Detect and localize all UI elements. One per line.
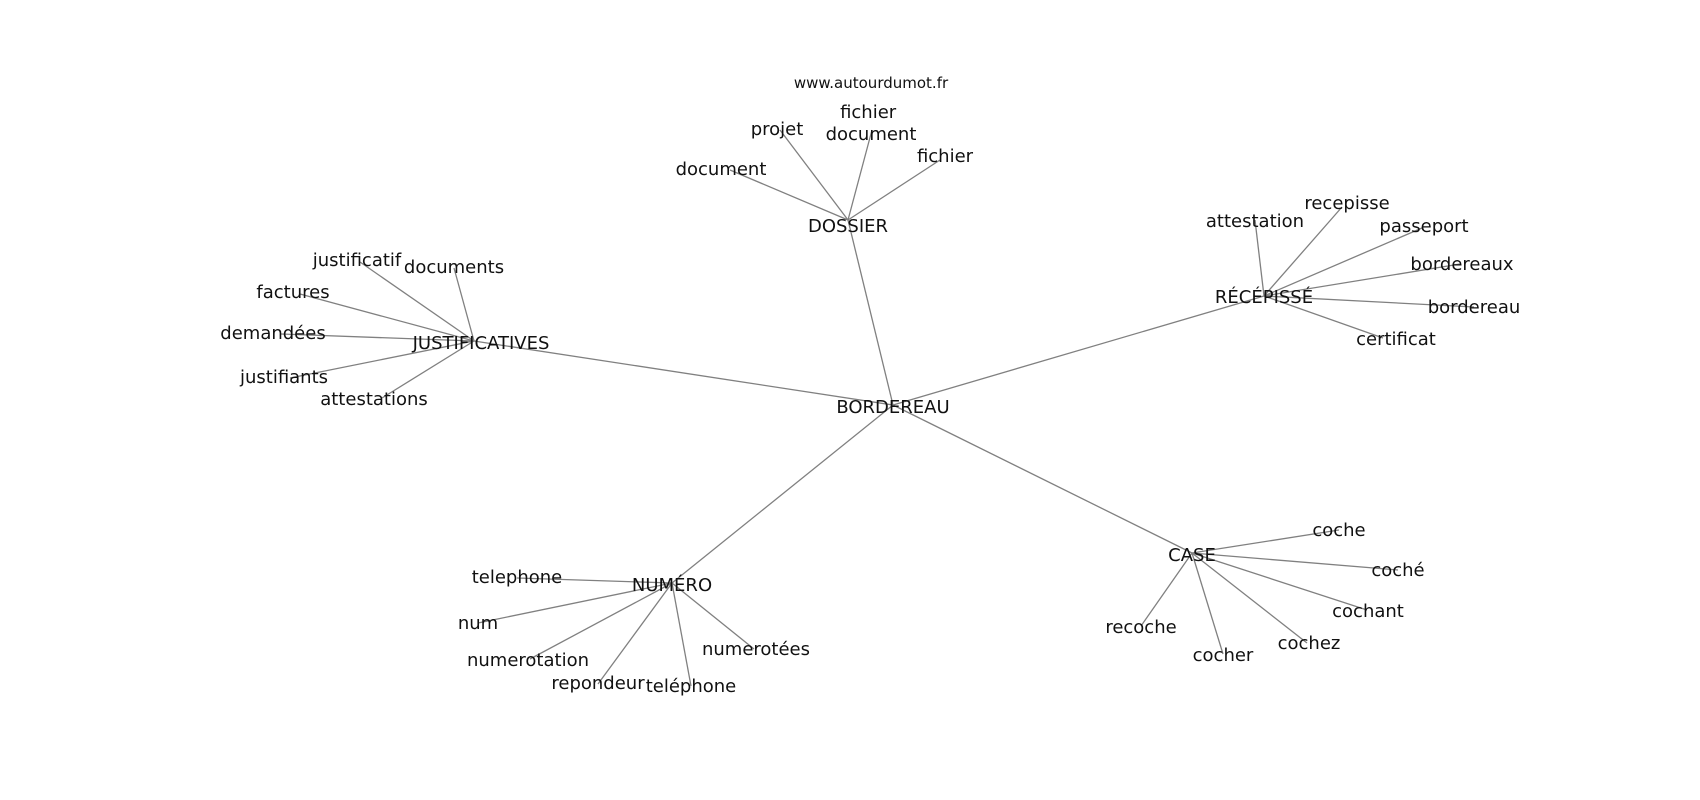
leaf-node: numerotation	[467, 650, 589, 671]
graph-edge	[671, 404, 894, 584]
graph-edge	[1263, 295, 1475, 308]
graph-edge	[1263, 227, 1423, 297]
leaf-node: demandées	[220, 323, 325, 344]
leaf-node: attestations	[320, 389, 428, 410]
graph-edge	[597, 582, 673, 685]
hub-node: DOSSIER	[808, 216, 888, 237]
leaf-node: justificatif	[312, 250, 402, 271]
leaf-node: passeport	[1379, 216, 1468, 237]
graph-edge	[473, 340, 894, 406]
leaf-node: telephone	[472, 567, 563, 588]
graph-edge	[289, 340, 475, 379]
graph-edge	[779, 129, 849, 221]
cluster-recepisse: RÉCÉPISSÉ attestation recepisse passepor…	[1206, 193, 1520, 350]
cluster-numero: NUMÉRO telephone num numerotation repond…	[458, 567, 810, 697]
graph-edge	[1191, 529, 1340, 554]
hub-node: CASE	[1168, 545, 1216, 566]
cluster-dossier: DOSSIER document projet fichier document…	[676, 102, 974, 237]
leaf-node-line: fichier	[840, 102, 897, 123]
graph-edge	[1191, 552, 1308, 644]
graph-edge	[847, 159, 941, 221]
leaf-node: cochant	[1332, 601, 1404, 622]
leaf-node: recoche	[1105, 617, 1176, 638]
leaf-node: projet	[751, 119, 804, 140]
graph-edge	[671, 582, 692, 687]
graph-edge	[516, 577, 673, 584]
graph-edges	[280, 129, 1475, 687]
leaf-node: cocher	[1193, 645, 1254, 666]
hub-node: NUMÉRO	[632, 574, 712, 596]
graph-edge	[1263, 206, 1343, 297]
leaf-node: recepisse	[1304, 193, 1389, 214]
graph-edge	[1263, 263, 1461, 297]
graph-edge	[453, 267, 475, 342]
leaf-node: fichier	[917, 146, 974, 167]
graph-edge	[1254, 219, 1265, 297]
graph-edge	[280, 333, 475, 342]
graph-edge	[847, 129, 873, 221]
graph-edge	[729, 169, 849, 221]
hub-node: RÉCÉPISSÉ	[1215, 286, 1313, 308]
leaf-node: bordereaux	[1410, 254, 1514, 275]
graph-edge	[671, 582, 755, 650]
graph-edge	[359, 261, 475, 342]
leaf-node: fichier document	[826, 102, 917, 145]
leaf-node: cochez	[1278, 633, 1341, 654]
leaf-node: numerotées	[702, 639, 810, 660]
graph-edge	[892, 404, 1193, 554]
leaf-node-line: document	[826, 124, 917, 145]
graph-edge	[529, 582, 673, 660]
leaf-node: justifiants	[239, 367, 328, 388]
graph-edge	[847, 219, 894, 406]
graph-edge	[381, 340, 475, 399]
hub-node: JUSTIFICATIVES	[412, 333, 550, 354]
leaf-node: coché	[1371, 560, 1424, 581]
leaf-node: repondeur	[551, 673, 645, 694]
graph-edge	[299, 293, 475, 342]
leaf-node: documents	[404, 257, 504, 278]
leaf-node: attestation	[1206, 211, 1304, 232]
leaf-node: document	[676, 159, 767, 180]
graph-edge	[477, 582, 673, 624]
graph-edge	[1140, 552, 1193, 627]
leaf-node: certificat	[1356, 329, 1436, 350]
leaf-node: num	[458, 613, 498, 634]
cluster-case: CASE coche coché cochant cochez cocher r…	[1105, 520, 1424, 666]
leaf-node: teléphone	[646, 676, 737, 697]
leaf-node: bordereau	[1428, 297, 1521, 318]
source-label: www.autourdumot.fr	[794, 74, 949, 92]
graph-edge	[1191, 552, 1224, 655]
graph-edge	[1191, 552, 1399, 571]
leaf-node: coche	[1312, 520, 1365, 541]
graph-edge	[892, 295, 1265, 406]
leaf-node: factures	[256, 282, 329, 303]
cluster-justificatives: JUSTIFICATIVES justificatif documents fa…	[220, 250, 549, 410]
center-node: BORDEREAU	[836, 397, 949, 418]
graph-edge	[1191, 552, 1368, 611]
graph-edge	[1263, 295, 1384, 339]
